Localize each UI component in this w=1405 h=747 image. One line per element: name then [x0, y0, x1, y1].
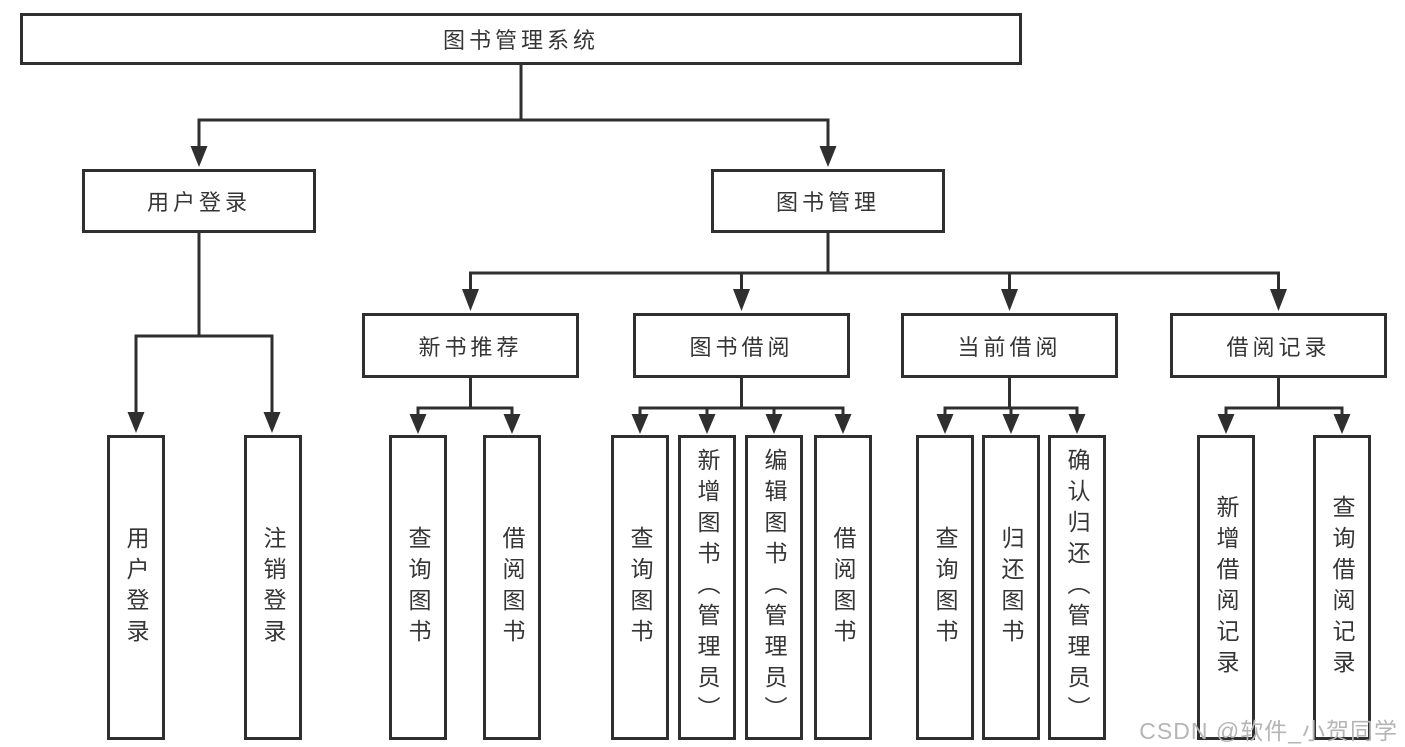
leaf-borrow-books-borrow: 借阅图书 — [814, 435, 872, 740]
csdn-watermark: CSDN @软件_小贺同学 — [1139, 718, 1398, 744]
node-library-management-system: 图书管理系统 — [20, 13, 1022, 65]
leaf-return-book: 归还图书 — [982, 435, 1040, 740]
arrow-records — [1270, 289, 1287, 311]
arrow-l9 — [936, 414, 954, 434]
leaf-add-book-admin: 新增图书（管理员） — [678, 435, 736, 740]
arrow-l3 — [409, 414, 427, 434]
arrow-l12 — [1217, 414, 1235, 434]
arrow-mgmt — [819, 146, 837, 167]
arrow-logout — [263, 412, 281, 433]
arrow-l11 — [1068, 414, 1086, 434]
arrow-l7 — [765, 414, 783, 434]
arrow-l13 — [1333, 414, 1351, 434]
arrow-l6 — [698, 414, 716, 434]
arrow-l10 — [1002, 414, 1020, 434]
leaf-borrow-books-recommend: 借阅图书 — [483, 435, 541, 740]
leaf-user-login: 用户登录 — [107, 435, 165, 740]
node-borrowing-records: 借阅记录 — [1170, 313, 1387, 378]
arrow-l4 — [503, 414, 521, 434]
arrow-l8 — [834, 414, 852, 434]
leaf-query-books-current: 查询图书 — [916, 435, 974, 740]
node-current-borrowing: 当前借阅 — [901, 313, 1118, 378]
arrow-l5 — [631, 414, 649, 434]
arrow-current — [1001, 289, 1018, 311]
arrow-login — [190, 146, 208, 167]
leaf-query-borrow-record: 查询借阅记录 — [1313, 435, 1371, 740]
arrow-recommend — [462, 289, 479, 311]
arrow-user-login — [127, 412, 145, 433]
arrow-borrow — [733, 289, 750, 311]
leaf-query-books-borrow: 查询图书 — [611, 435, 669, 740]
node-book-borrowing: 图书借阅 — [633, 313, 850, 378]
leaf-confirm-return-admin: 确认归还（管理员） — [1048, 435, 1106, 740]
leaf-edit-book-admin: 编辑图书（管理员） — [745, 435, 803, 740]
node-new-book-recommendation: 新书推荐 — [362, 313, 579, 378]
leaf-logout: 注销登录 — [244, 435, 302, 740]
leaf-add-borrow-record: 新增借阅记录 — [1197, 435, 1255, 740]
node-user-login: 用户登录 — [82, 169, 316, 233]
node-book-management: 图书管理 — [711, 169, 945, 233]
leaf-query-books-recommend: 查询图书 — [389, 435, 447, 740]
